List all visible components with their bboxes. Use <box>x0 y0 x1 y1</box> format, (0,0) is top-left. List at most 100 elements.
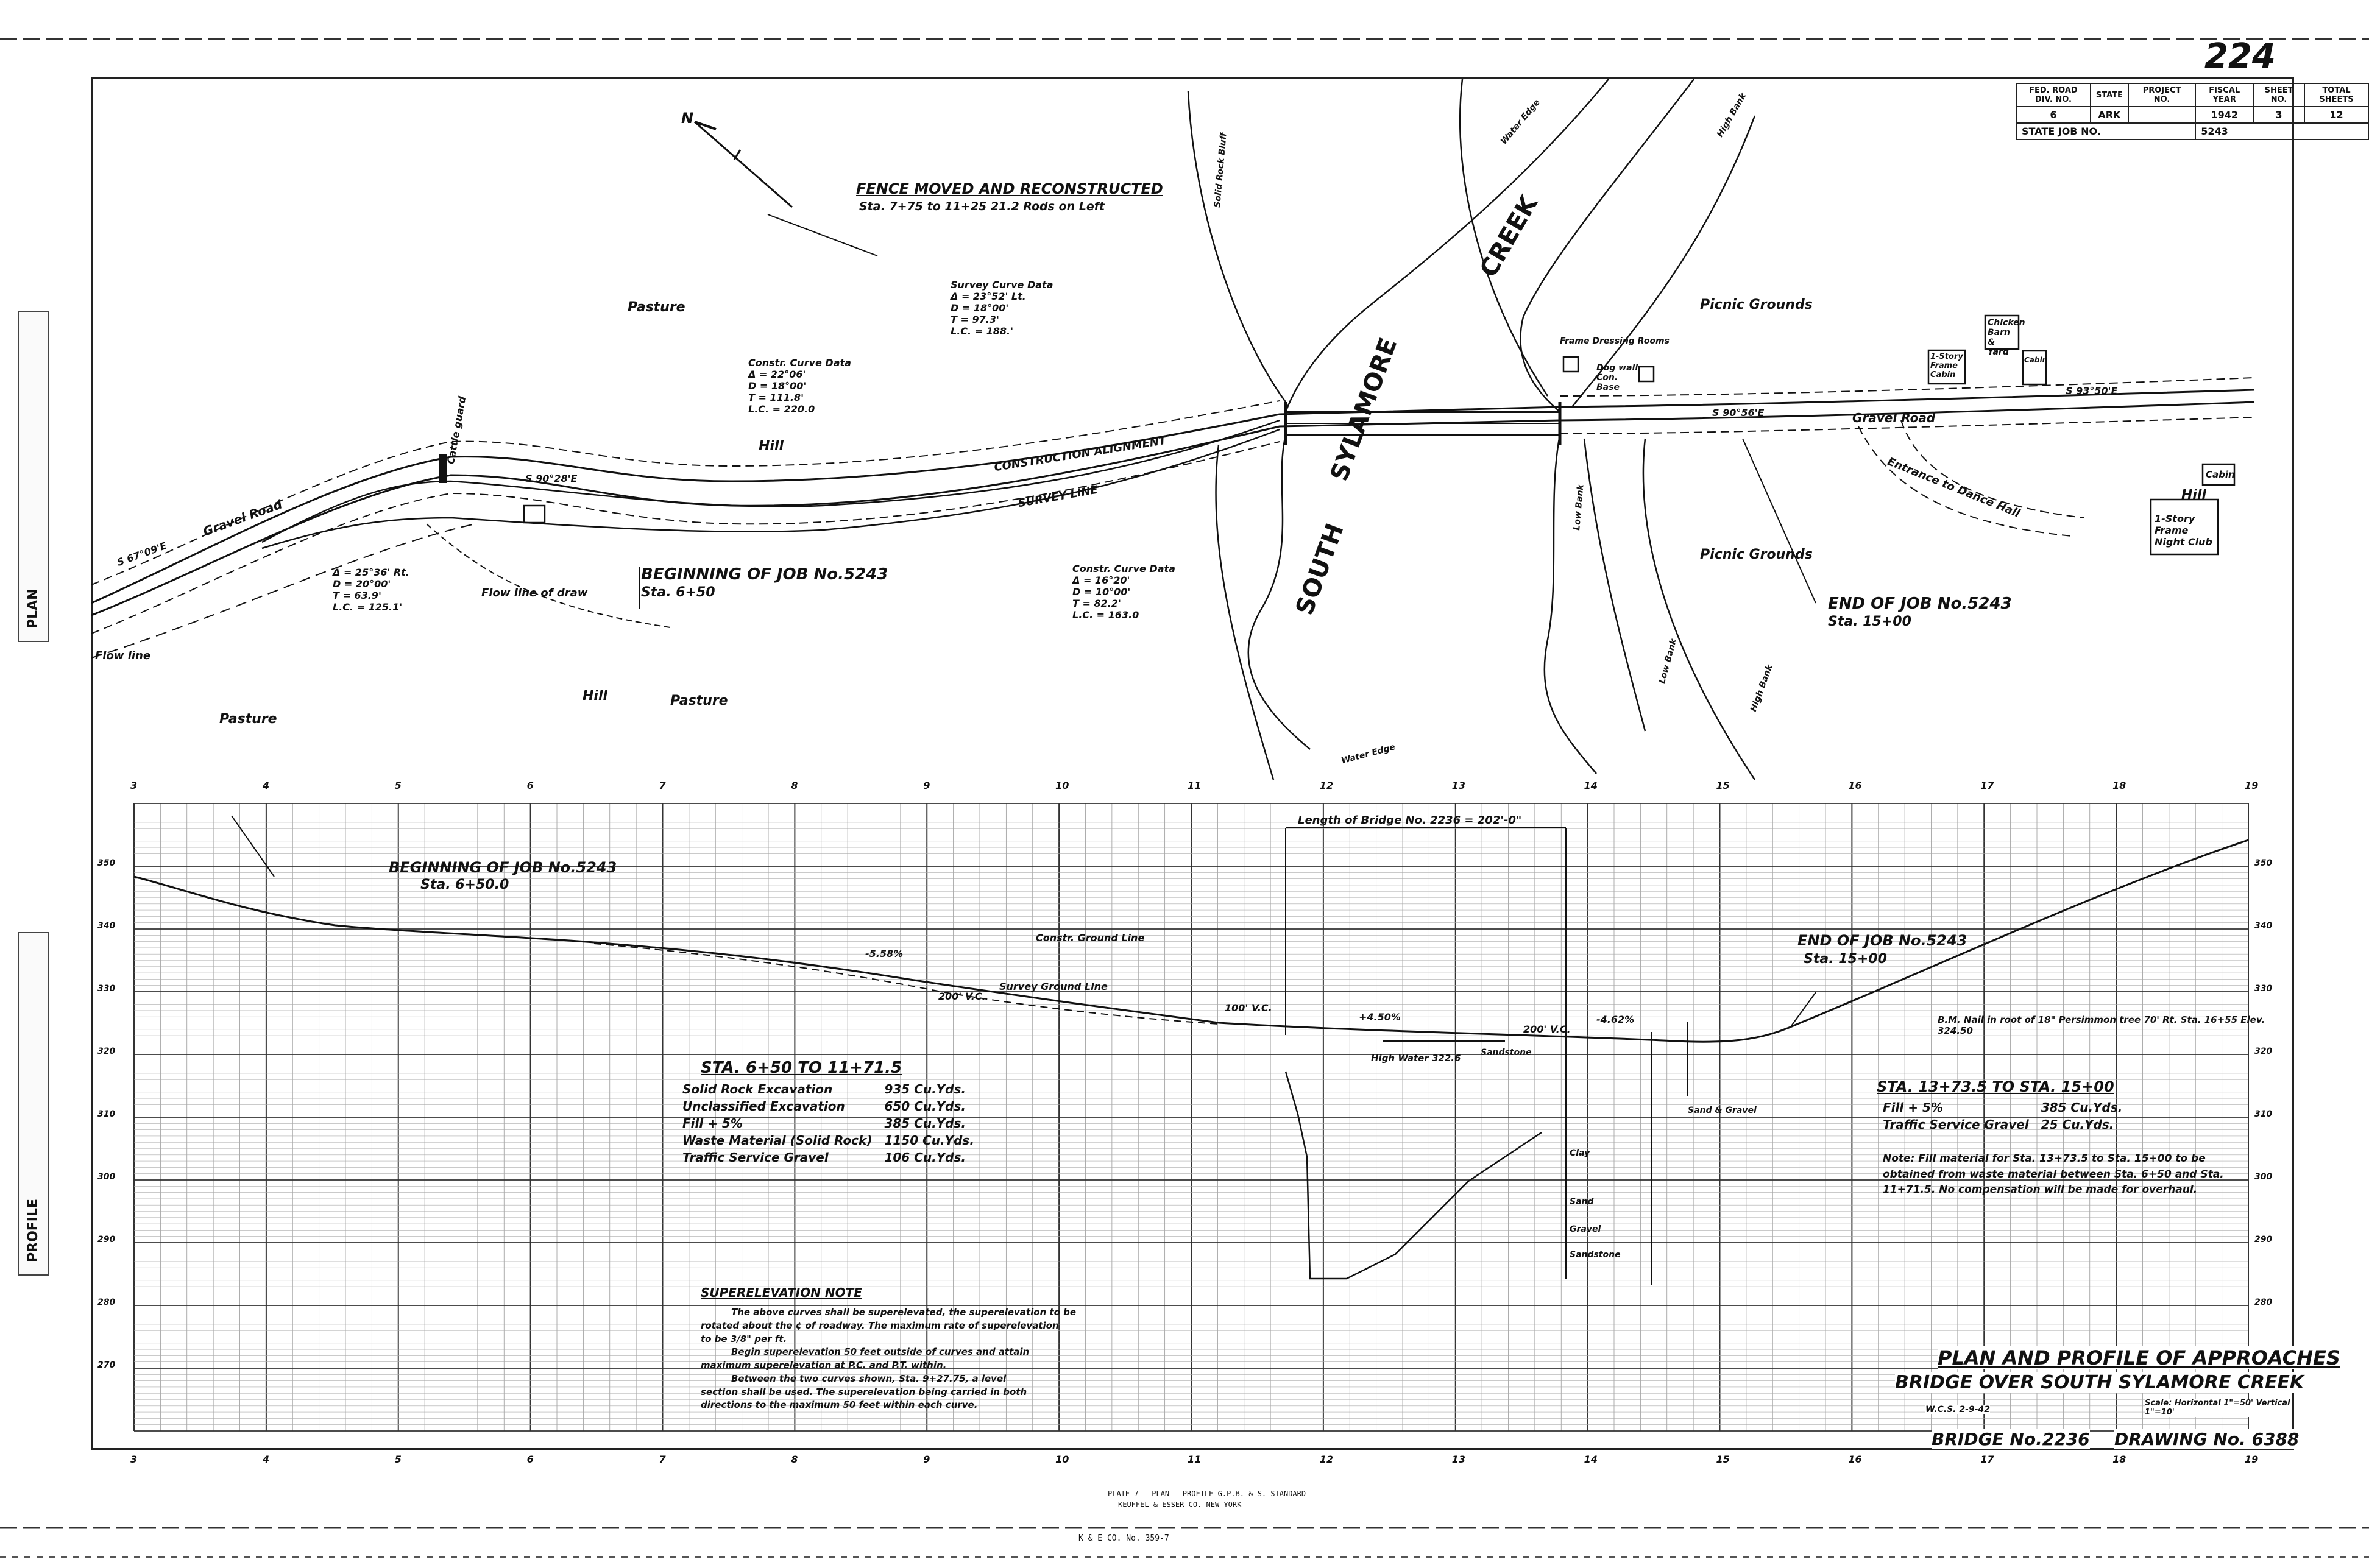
profile-beginning-job: BEGINNING OF JOB No.5243 <box>389 859 617 876</box>
station-label: 12 <box>1319 780 1334 791</box>
station-label: 14 <box>1584 1453 1598 1465</box>
station-label: 9 <box>923 780 930 791</box>
station-label: 4 <box>262 780 270 791</box>
tb-value-project <box>2127 106 2197 124</box>
high-water-label: High Water 322.6 <box>1371 1053 1461 1064</box>
creek-bed-profile <box>1284 1071 1542 1280</box>
station-label: 18 <box>2112 780 2126 791</box>
tb-value-sheet: 3 <box>2253 106 2305 124</box>
cattle-guard-mark <box>439 454 447 483</box>
label-gravel-road-right: Gravel Road <box>1852 411 1936 425</box>
station-label: 8 <box>791 780 798 791</box>
elevation-label: 280 <box>2254 1298 2273 1307</box>
station-label: 16 <box>1848 780 1862 791</box>
station-label: 17 <box>1980 1453 1994 1465</box>
title-block: FED. ROAD DIV. NO. STATE PROJECT NO. FIS… <box>2015 83 2369 140</box>
soil-label: Sand & Gravel <box>1688 1106 1757 1115</box>
superelevation-note: SUPERELEVATION NOTE The above curves sha… <box>701 1285 1164 1412</box>
soil-label: Gravel <box>1570 1224 1601 1234</box>
plan-beginning-sta: Sta. 6+50 <box>641 585 715 600</box>
station-label: 19 <box>2245 1453 2259 1465</box>
qty1-row: Waste Material (Solid Rock)1150 Cu.Yds. <box>682 1133 974 1148</box>
station-label: 15 <box>1716 780 1730 791</box>
tb-header-project: PROJECT NO. <box>2127 83 2197 107</box>
alignment-lines <box>261 419 1280 549</box>
grade-1-label: -5.58% <box>865 948 904 959</box>
label-dog-wall: Dog wall Con. Base <box>1596 363 1638 392</box>
station-label: 6 <box>526 780 534 791</box>
station-label: 14 <box>1584 780 1598 791</box>
elevation-label: 320 <box>2254 1047 2273 1056</box>
tb-state-job-number: 5243 <box>2195 122 2369 140</box>
station-label: 7 <box>659 780 666 791</box>
tb-value-total: 12 <box>2303 106 2369 124</box>
label-picnic-bottom: Picnic Grounds <box>1700 547 1813 562</box>
station-label: 3 <box>130 1453 138 1465</box>
tb-value-state: ARK <box>2089 106 2129 124</box>
fence-note-title: FENCE MOVED AND RECONSTRUCTED <box>856 180 1163 197</box>
grade-3-label: -4.62% <box>1596 1014 1635 1025</box>
qty1-row: Fill + 5%385 Cu.Yds. <box>682 1116 966 1131</box>
road-dashed-edges <box>91 377 2255 634</box>
qty2-header: STA. 13+73.5 TO STA. 15+00 <box>1877 1078 2114 1095</box>
elevation-label: 270 <box>97 1360 116 1370</box>
profile-beginning-sta: Sta. 6+50.0 <box>420 877 509 892</box>
station-label: 5 <box>394 780 402 791</box>
drawing-title: PLAN AND PROFILE OF APPROACHES <box>1938 1346 2340 1369</box>
tb-header-div: FED. ROAD DIV. NO. <box>2016 83 2091 107</box>
tb-header-year: FISCAL YEAR <box>2195 83 2254 107</box>
bridge-number: BRIDGE No.2236 <box>1932 1429 2090 1449</box>
elevation-label: 290 <box>2254 1235 2273 1245</box>
elevation-label: 350 <box>97 858 116 868</box>
tb-header-state: STATE <box>2089 83 2129 107</box>
soil-label: Clay <box>1570 1148 1590 1158</box>
soil-label: Sandstone <box>1481 1048 1532 1058</box>
footer-ke-number: K & E CO. No. 359-7 <box>1078 1534 1169 1543</box>
label-flow-line-left: Flow line <box>95 649 151 662</box>
tb-state-job-label: STATE JOB NO. <box>2015 122 2197 140</box>
tb-value-year: 1942 <box>2195 106 2254 124</box>
label-cabin: Cabin <box>2206 469 2235 480</box>
station-label: 8 <box>791 1453 798 1465</box>
elevation-label: 300 <box>97 1172 116 1182</box>
elevation-label: 340 <box>97 921 116 931</box>
fence-note-detail: Sta. 7+75 to 11+25 21.2 Rods on Left <box>859 200 1105 213</box>
station-label: 10 <box>1055 1453 1069 1465</box>
label-bearing-right: S 90°56'E <box>1712 407 1765 418</box>
station-label: 4 <box>262 1453 270 1465</box>
elevation-label: 280 <box>97 1298 116 1307</box>
vc-200-label: 200' V.C. <box>938 991 986 1002</box>
label-pasture-bottom: Pasture <box>670 693 728 708</box>
elevation-label: 310 <box>97 1109 116 1119</box>
footer-plate: PLATE 7 - PLAN - PROFILE G.P.B. & S. STA… <box>1108 1489 1306 1498</box>
sheet-border <box>91 77 2294 1450</box>
station-label: 13 <box>1451 1453 1466 1465</box>
qty1-header: STA. 6+50 TO 11+71.5 <box>701 1059 902 1077</box>
plan-end-sta: Sta. 15+00 <box>1828 614 1911 629</box>
label-cabin-small: Cabin <box>2024 356 2048 364</box>
label-pasture-bottom-left: Pasture <box>219 712 277 727</box>
station-label: 5 <box>394 1453 402 1465</box>
side-label-profile-box: PROFILE <box>18 932 49 1276</box>
qty2-row: Fill + 5%385 Cu.Yds. <box>1883 1100 2123 1115</box>
curve-data-4: Constr. Curve Data Δ = 16°20' D = 10°00'… <box>1072 563 1175 621</box>
tb-value-div: 6 <box>2016 106 2091 124</box>
constr-grade-label: Constr. Ground Line <box>1036 932 1145 944</box>
elevation-label: 330 <box>2254 984 2273 994</box>
elevation-label: 290 <box>97 1235 116 1245</box>
station-label: 13 <box>1451 780 1466 791</box>
profile-grid <box>133 803 2249 1432</box>
label-bearing-mid: S 90°28'E <box>525 473 578 484</box>
superelevation-title: SUPERELEVATION NOTE <box>701 1285 862 1300</box>
leader-lines <box>639 214 1816 609</box>
vc-100-label: 100' V.C. <box>1225 1002 1272 1014</box>
fill-material-note: Note: Fill material for Sta. 13+73.5 to … <box>1883 1153 2224 1196</box>
grade-line-right <box>1218 839 2249 1043</box>
profile-end-sta: Sta. 15+00 <box>1804 952 1887 967</box>
scale-label: Scale: Horizontal 1"=50' Vertical 1"=10' <box>2145 1399 2291 1417</box>
